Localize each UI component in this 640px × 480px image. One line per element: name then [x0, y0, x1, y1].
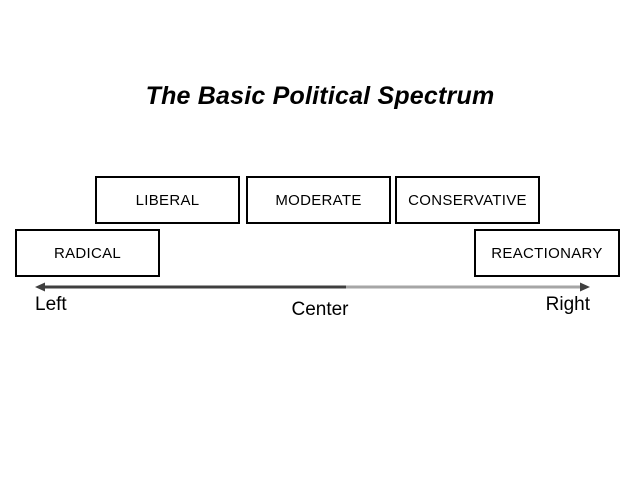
- arrow-left-icon: [35, 282, 45, 292]
- page-title: The Basic Political Spectrum: [145, 82, 495, 110]
- spectrum-box-moderate-label: MODERATE: [275, 191, 362, 209]
- spectrum-box-conservative: CONSERVATIVE: [395, 176, 540, 224]
- spectrum-box-radical-label: RADICAL: [53, 244, 122, 262]
- spectrum-box-reactionary: REACTIONARY: [474, 229, 620, 277]
- spectrum-box-liberal: LIBERAL: [95, 176, 240, 224]
- axis-label-left: Left: [35, 294, 67, 315]
- axis-label-right: Right: [545, 294, 590, 315]
- spectrum-box-radical: RADICAL: [15, 229, 160, 277]
- spectrum-box-liberal-label: LIBERAL: [135, 191, 200, 209]
- spectrum-axis-arrow: [35, 282, 590, 292]
- arrow-right-icon: [580, 282, 590, 292]
- axis-label-center: Center: [291, 299, 349, 320]
- spectrum-box-conservative-label: CONSERVATIVE: [408, 191, 527, 209]
- spectrum-box-reactionary-label: REACTIONARY: [491, 244, 603, 262]
- spectrum-box-moderate: MODERATE: [246, 176, 391, 224]
